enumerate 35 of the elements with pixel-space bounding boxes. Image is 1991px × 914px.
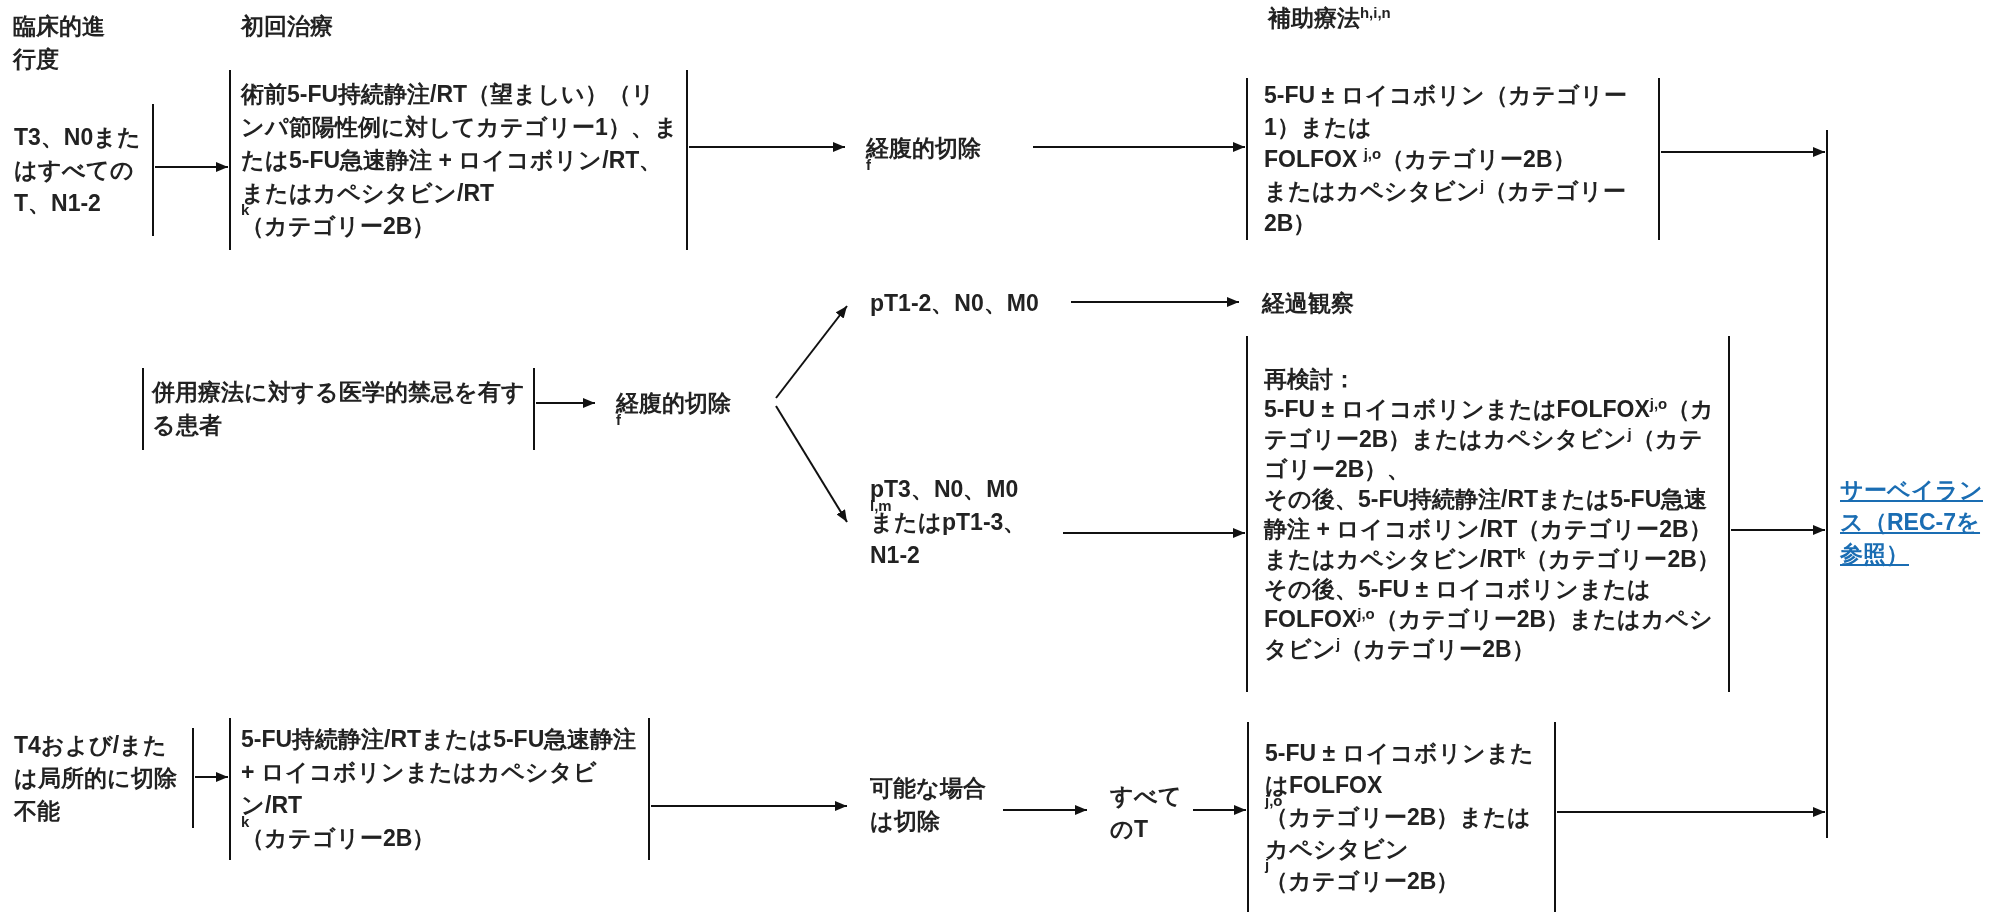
treatment-text: その後、5-FU持続静注/RTまたは5-FU急速静注 + ロイコボリン/RT（カテゴリー2B）またはカペシタビン/RT$^{k}$（カテゴリー2B）: [1264, 485, 1721, 574]
treatment-text: 5-FU ± ロイコボリン（カテゴリー1）または: [1264, 81, 1628, 142]
stage-text: すべてのT: [1088, 782, 1192, 844]
bracketed-box: 併用療法に対する医学的禁忌を有する患者: [142, 368, 535, 450]
arrow: [194, 772, 229, 782]
treatment-text: 5-FU ± ロイコボリンまたはFOLFOX$^{j,o}$（カテゴリー2B）またはカペシタビン$^{j}$（カテゴリー2B）、: [1264, 394, 1716, 484]
arrow: [1730, 525, 1826, 535]
column-heading: 臨床的進行度: [13, 12, 106, 74]
arrow: [1070, 297, 1240, 307]
stage-text: pT1-2、N0、M0: [848, 285, 1070, 321]
treatment-text: その後、5-FU ± ロイコボリンまたはFOLFOX$^{j,o}$（カテゴリー2B）またはカペシタビン$^{j}$（カテゴリー2B）: [1264, 575, 1715, 664]
arrow: [775, 305, 848, 399]
arrow: [1062, 528, 1246, 538]
treatment-text: またはカペシタビン$^{j}$（カテゴリー2B）: [1264, 175, 1628, 238]
arrow: [154, 162, 229, 172]
treatment-text: FOLFOX $^{j,o}$（カテゴリー2B）: [1264, 143, 1577, 174]
arrow: [1002, 805, 1088, 815]
arrow: [535, 398, 596, 408]
arrow: [1192, 805, 1247, 815]
arrow: [1556, 807, 1826, 817]
arrow: [1660, 147, 1826, 157]
bracketed-box: [1246, 336, 1730, 692]
column-heading: 補助療法$^{h,i,n}$: [1268, 2, 1392, 33]
arrow: [688, 142, 846, 152]
column-heading: 初回治療: [241, 12, 334, 41]
arrow: [775, 405, 848, 523]
step-text: 可能な場合は切除: [848, 768, 1002, 842]
bracketed-box: [1246, 78, 1660, 240]
link: サーベイランス（REC-7を参照）: [1840, 476, 1984, 569]
arrow: [650, 801, 848, 811]
step-text: 経過観察: [1240, 285, 1380, 321]
arrow: [1032, 142, 1246, 152]
stage-text: T3、N0またはすべてのT、N1-2: [10, 104, 154, 236]
bracketed-box: T4および/または局所的に切除不能: [10, 728, 194, 828]
treatment-text: 再検討：: [1264, 365, 1357, 394]
